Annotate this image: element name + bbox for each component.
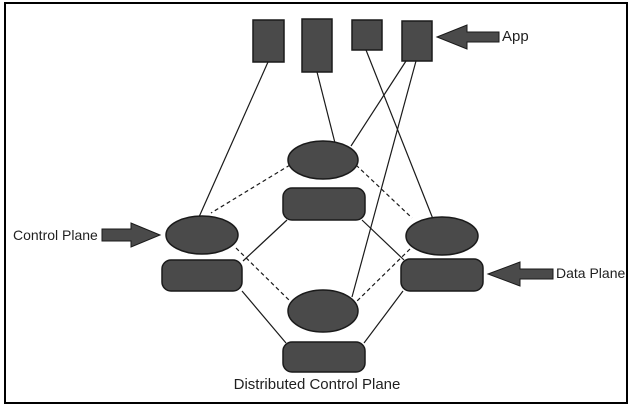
caption: Distributed Control Plane xyxy=(233,376,401,393)
data-node-bottom xyxy=(282,341,366,373)
data-plane-pointer-arrow xyxy=(486,261,554,287)
control-node-bottom xyxy=(287,289,359,333)
data-node-top xyxy=(282,187,366,221)
app-box-3 xyxy=(351,19,383,51)
peer-link-right-bottom xyxy=(354,248,411,304)
data-plane-label: Data Plane xyxy=(556,265,626,281)
edge-left-data-to-bottom-data xyxy=(241,290,287,344)
app-box-4 xyxy=(401,20,433,62)
app-box-2 xyxy=(301,18,333,73)
control-plane-pointer-arrow xyxy=(101,222,162,248)
peer-link-left-bottom xyxy=(235,247,293,304)
edge-top-data-to-left-data xyxy=(242,219,288,262)
edge-top-data-to-right-data xyxy=(361,219,405,261)
edge-app4-to-bottom-control xyxy=(351,60,417,298)
control-node-right xyxy=(405,216,479,256)
control-plane-label: Control Plane xyxy=(13,227,98,243)
data-node-right xyxy=(400,258,484,292)
app-label: App xyxy=(502,28,529,45)
control-node-left xyxy=(165,215,239,255)
data-node-left xyxy=(161,259,243,292)
edge-app2-to-top-control xyxy=(316,71,336,144)
control-node-top xyxy=(287,140,359,180)
edge-app1-to-left-control xyxy=(198,61,269,218)
edge-right-data-to-bottom-data xyxy=(363,290,404,344)
edge-app3-to-right-control xyxy=(365,49,434,220)
peer-link-top-left xyxy=(210,164,291,214)
app-box-1 xyxy=(252,19,285,63)
peer-link-top-right xyxy=(355,164,413,219)
outer-border xyxy=(4,2,628,404)
edge-app4-to-top-control xyxy=(350,60,407,147)
app-pointer-arrow xyxy=(435,24,500,50)
